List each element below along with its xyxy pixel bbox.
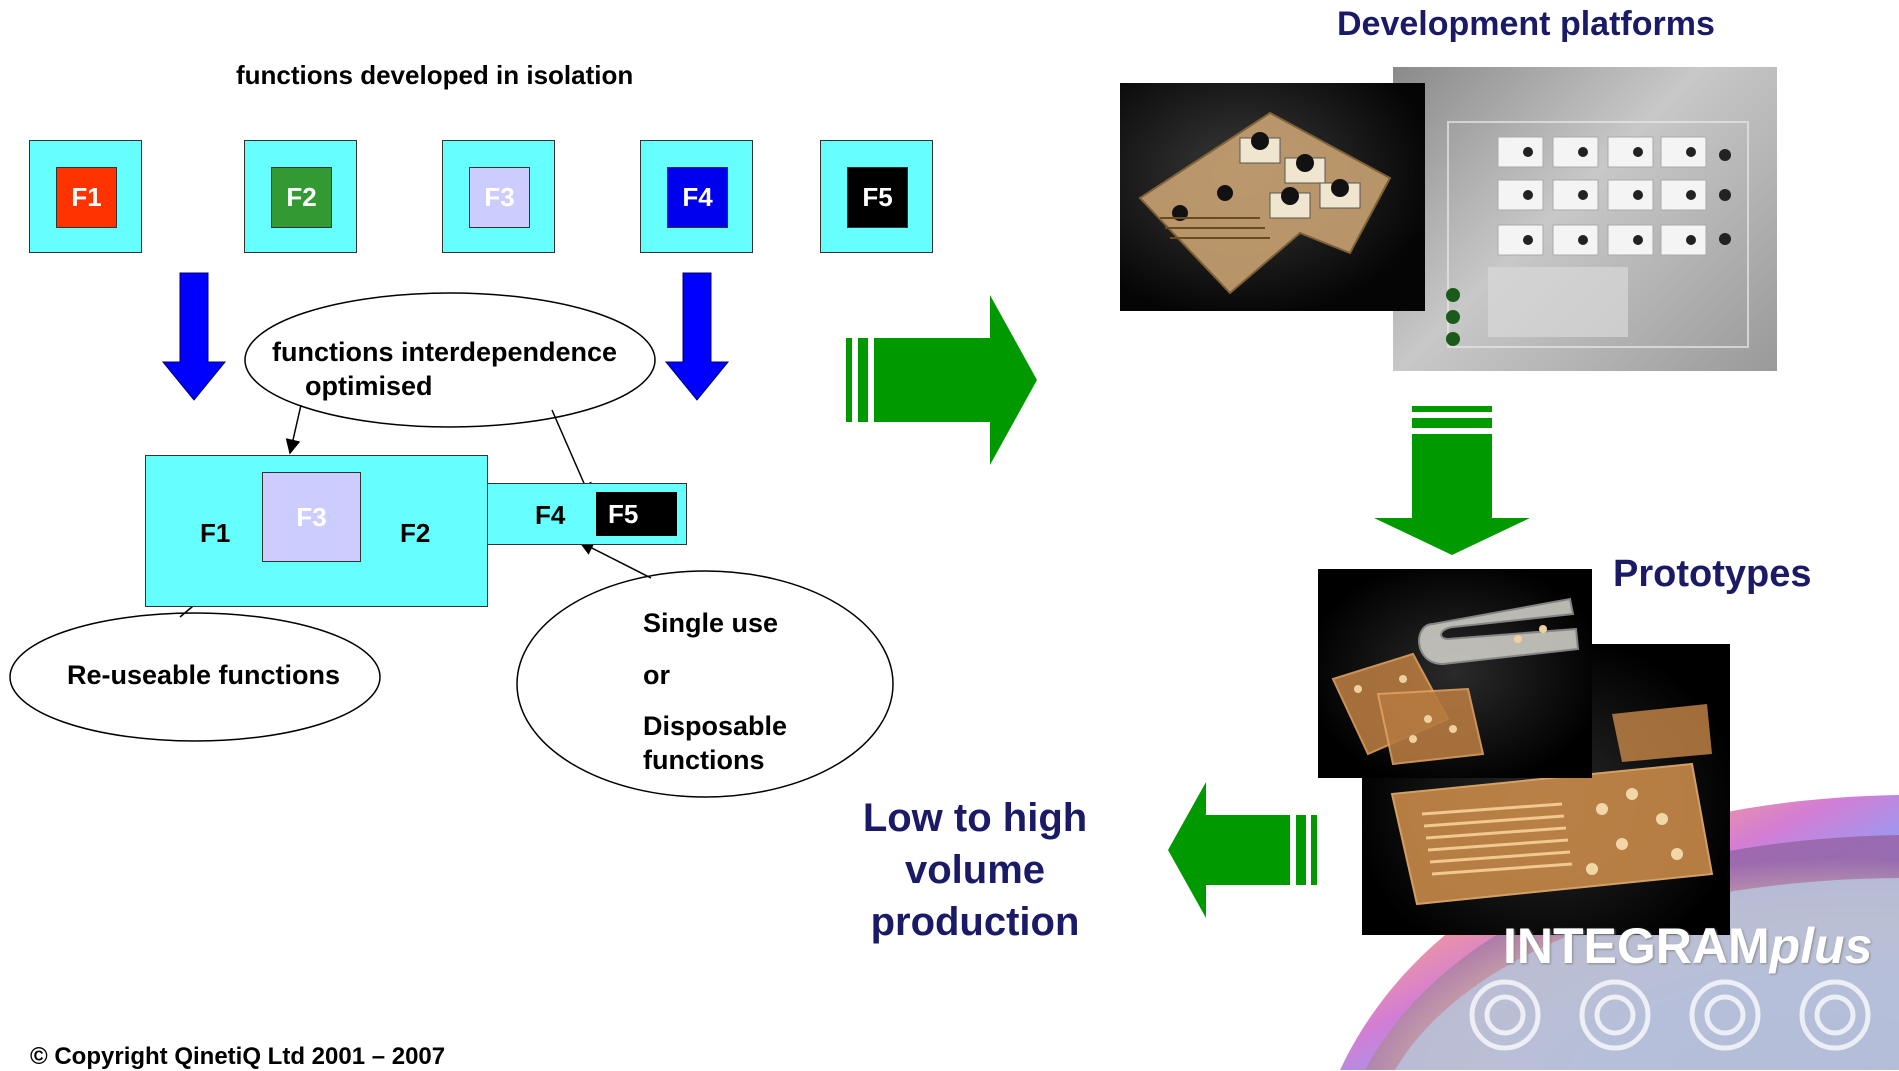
blue-down-arrow-left — [161, 272, 227, 401]
dev-platform-photo-small-drawing — [1138, 111, 1392, 295]
combined-f1: F1 — [200, 518, 231, 548]
function-box-f2: F2 — [244, 140, 357, 253]
function-box-f5: F5 — [820, 140, 933, 253]
prototype-photo-small — [1318, 569, 1592, 778]
combined-f3: F3 — [262, 472, 361, 562]
single-use-ellipse — [516, 570, 894, 798]
f1-label: F1 — [56, 167, 117, 228]
pointer-line — [285, 404, 302, 455]
blue-down-arrow-right — [664, 272, 730, 401]
dev-platform-photo-large-drawing — [1446, 121, 1749, 348]
f2-label: F2 — [271, 167, 332, 228]
disposable-text: Disposable — [643, 711, 788, 741]
isolation-title: functions developed in isolation — [236, 60, 634, 90]
function-box-f3: F3 — [442, 140, 555, 253]
function-box-f1: F1 — [29, 140, 142, 253]
interdependence-ellipse — [244, 292, 656, 428]
green-arrow-left — [1168, 782, 1317, 918]
interdependence-text-2: optimised — [305, 371, 433, 401]
reuseable-ellipse — [9, 612, 381, 742]
dev-platforms-title: Development platforms — [1337, 5, 1715, 43]
production-line-3: production — [870, 900, 1080, 944]
f5-label: F5 — [847, 167, 908, 228]
combined-f4: F4 — [535, 500, 566, 530]
prototypes-title: Prototypes — [1613, 553, 1812, 595]
reuseable-text: Re-useable functions — [67, 660, 341, 690]
f4-label: F4 — [667, 167, 728, 228]
production-text: Low to high volume production — [840, 792, 1110, 948]
production-line-2: volume — [904, 848, 1046, 892]
prototype-photo-large-drawing — [1390, 704, 1714, 906]
f3-label: F3 — [469, 167, 530, 228]
combined-f2: F2 — [400, 518, 431, 548]
dev-platform-photo-large — [1393, 67, 1777, 371]
or-text: or — [643, 660, 670, 690]
prototype-photo-small-drawing — [1331, 597, 1580, 766]
combined-f5: F5 — [596, 492, 677, 536]
function-box-f4: F4 — [640, 140, 753, 253]
pointer-line — [551, 409, 592, 499]
copyright-text: © Copyright QinetiQ Ltd 2001 – 2007 — [30, 1043, 446, 1070]
green-arrow-down — [1374, 406, 1530, 555]
green-arrow-right — [846, 295, 1037, 465]
dev-platform-photo-small — [1120, 83, 1425, 311]
pointer-line — [578, 541, 652, 579]
prototype-photo-large — [1362, 644, 1730, 935]
functions-text: functions — [643, 745, 765, 775]
logo-arc — [1340, 795, 1899, 1070]
integram-logo: INTEGRAMplus — [1503, 917, 1872, 975]
single-use-text: Single use — [643, 608, 779, 638]
logo-plus-text: plus — [1769, 918, 1873, 974]
interdependence-text-1: functions interdependence — [272, 337, 618, 367]
logo-main-text: INTEGRAM — [1503, 918, 1770, 974]
production-line-1: Low to high — [862, 796, 1088, 840]
